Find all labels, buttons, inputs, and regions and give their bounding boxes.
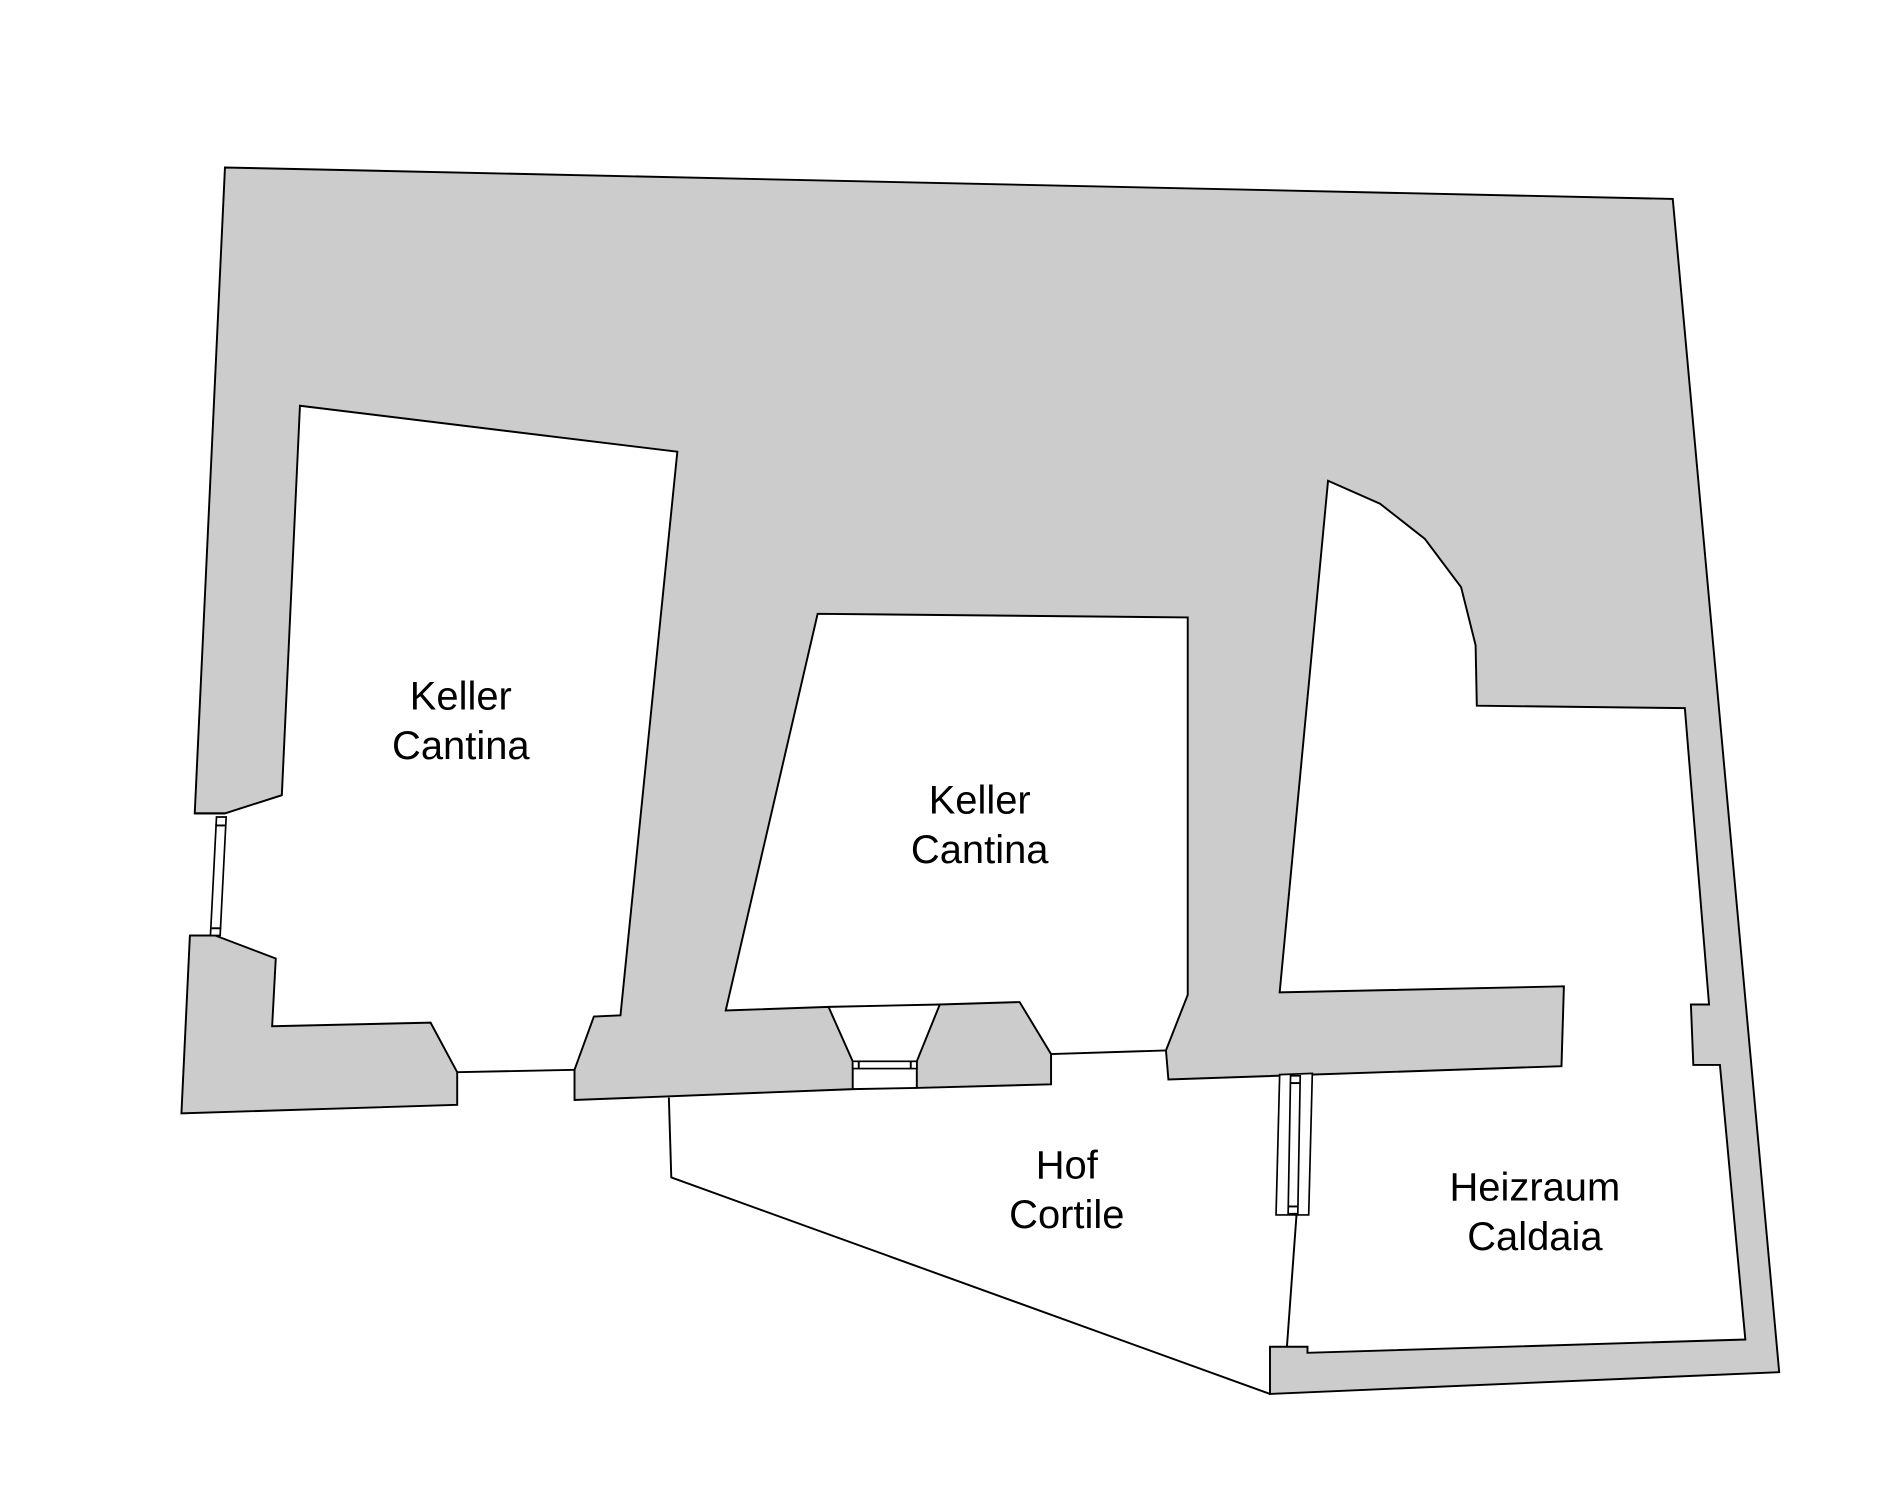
door-threshold-left	[457, 1068, 575, 1074]
middle-bottom-wall	[915, 1001, 1053, 1089]
window-splay-line	[828, 1003, 940, 1008]
door-threshold-middle	[1051, 1049, 1166, 1056]
window-boiler-room	[1275, 1072, 1314, 1216]
boiler-room-west-line	[1285, 1213, 1298, 1347]
main-wall	[193, 166, 1781, 1395]
window-middle	[851, 1060, 918, 1070]
left-bottom-wall	[180, 934, 459, 1115]
window-left	[209, 816, 228, 937]
courtyard-boundary	[667, 1097, 1271, 1395]
window-bottom-edge	[852, 1086, 917, 1091]
